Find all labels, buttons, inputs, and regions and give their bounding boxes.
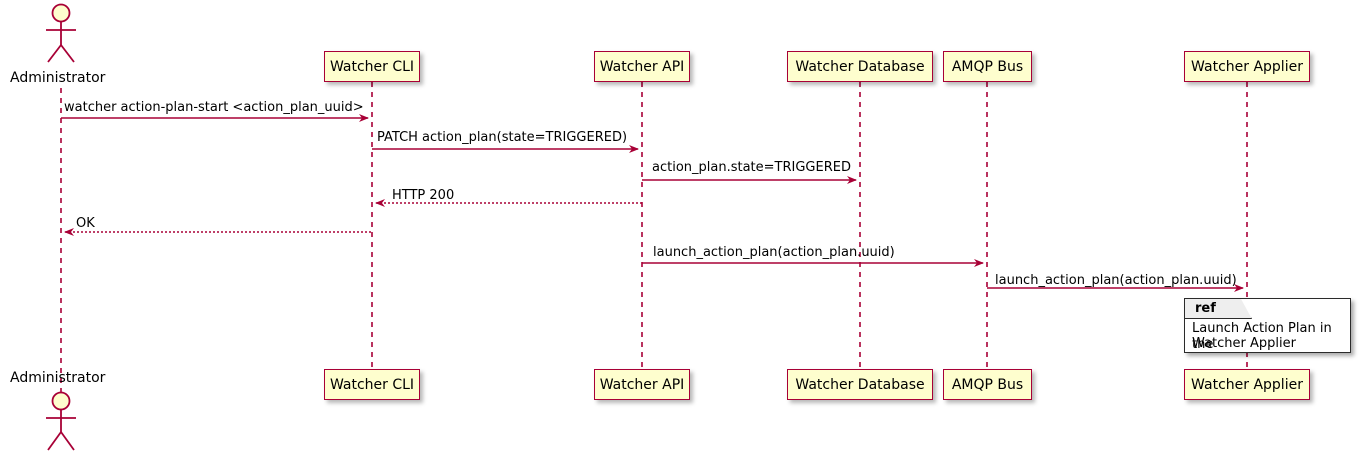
participant-label: Watcher Database (795, 376, 925, 393)
participant-label: Watcher API (599, 376, 685, 393)
participant-box-amqp-bus-top[interactable]: AMQP Bus (943, 51, 1032, 82)
ref-text-line-2: Watcher Applier (1192, 336, 1296, 351)
actor-administrator-bottom-icon (46, 391, 76, 451)
message-label-m1: watcher action-plan-start <action_plan_u… (64, 100, 364, 115)
actor-label-administrator-top: Administrator (10, 70, 106, 86)
message-label-m5: OK (76, 216, 95, 231)
participant-box-watcher-database-top[interactable]: Watcher Database (787, 51, 933, 82)
ref-fragment[interactable]: ref Launch Action Plan in the Watcher Ap… (1184, 298, 1351, 353)
participant-label: Watcher Applier (1191, 376, 1303, 393)
actor-label-administrator-bottom: Administrator (10, 370, 106, 386)
message-label-m4: HTTP 200 (392, 188, 455, 203)
participant-box-watcher-api-top[interactable]: Watcher API (594, 51, 690, 82)
participant-label: Watcher CLI (329, 376, 415, 393)
participant-box-watcher-applier-top[interactable]: Watcher Applier (1184, 51, 1310, 82)
actor-administrator-top-icon (46, 3, 76, 63)
ref-tab-label: ref (1195, 301, 1216, 316)
participant-box-watcher-database-bottom[interactable]: Watcher Database (787, 369, 933, 400)
participant-label: AMQP Bus (951, 58, 1024, 75)
ref-text-line-1: Launch Action Plan in the (1192, 321, 1332, 352)
participant-box-amqp-bus-bottom[interactable]: AMQP Bus (943, 369, 1032, 400)
participant-box-watcher-cli-top[interactable]: Watcher CLI (324, 51, 420, 82)
participant-label: Watcher CLI (329, 58, 415, 75)
message-label-m2: PATCH action_plan(state=TRIGGERED) (377, 130, 628, 145)
lifelines (60, 82, 1248, 393)
participant-box-watcher-applier-bottom[interactable]: Watcher Applier (1184, 369, 1310, 400)
message-label-m7: launch_action_plan(action_plan.uuid) (995, 273, 1237, 288)
participant-label: Watcher Database (795, 58, 925, 75)
participant-label: AMQP Bus (951, 376, 1024, 393)
participant-label: Watcher API (599, 58, 685, 75)
message-label-m6: launch_action_plan(action_plan.uuid) (653, 245, 895, 260)
participant-box-watcher-cli-bottom[interactable]: Watcher CLI (324, 369, 420, 400)
message-label-m3: action_plan.state=TRIGGERED (652, 160, 851, 175)
participant-label: Watcher Applier (1191, 58, 1303, 75)
participant-box-watcher-api-bottom[interactable]: Watcher API (594, 369, 690, 400)
message-arrows (61, 114, 1244, 292)
